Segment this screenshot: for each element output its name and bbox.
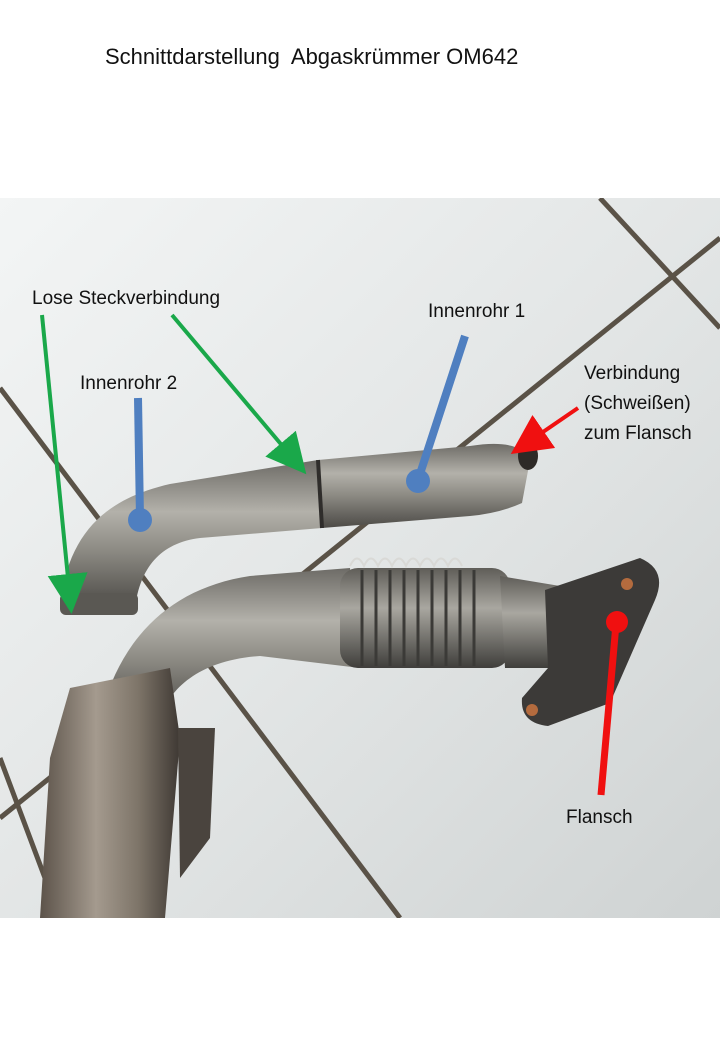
label-flansch: Flansch [566,807,633,828]
pointer-dot-icon [606,611,628,633]
slip-joint-gap [316,459,324,529]
pointer-line [134,397,144,519]
label-verbindung-3: zum Flansch [584,423,692,444]
page-title: Schnittdarstellung Abgaskrümmer OM642 [105,44,519,69]
pointer-line [414,334,469,482]
arrow-icon [510,406,580,455]
inner-pipe-2 [60,460,322,608]
bellows [340,557,510,668]
label-lose-steckverbindung: Lose Steckverbindung [32,288,221,309]
label-verbindung-1: Verbindung [584,363,681,384]
arrow-icon [170,313,307,475]
housing-flange [178,728,215,878]
flange-plate [521,558,660,726]
flange-hole [526,704,538,716]
pointer-dot-icon [128,508,152,532]
pointer-dot-icon [406,469,430,493]
photo-exhaust-manifold [0,198,720,918]
pointer-line [597,623,620,796]
label-innenrohr-1: Innenrohr 1 [428,301,526,322]
manifold-housing [40,668,180,918]
label-verbindung-2: (Schweißen) [584,393,691,414]
arrow-icon [40,314,88,614]
label-innenrohr-2: Innenrohr 2 [80,373,178,394]
flange-hole [621,578,633,590]
